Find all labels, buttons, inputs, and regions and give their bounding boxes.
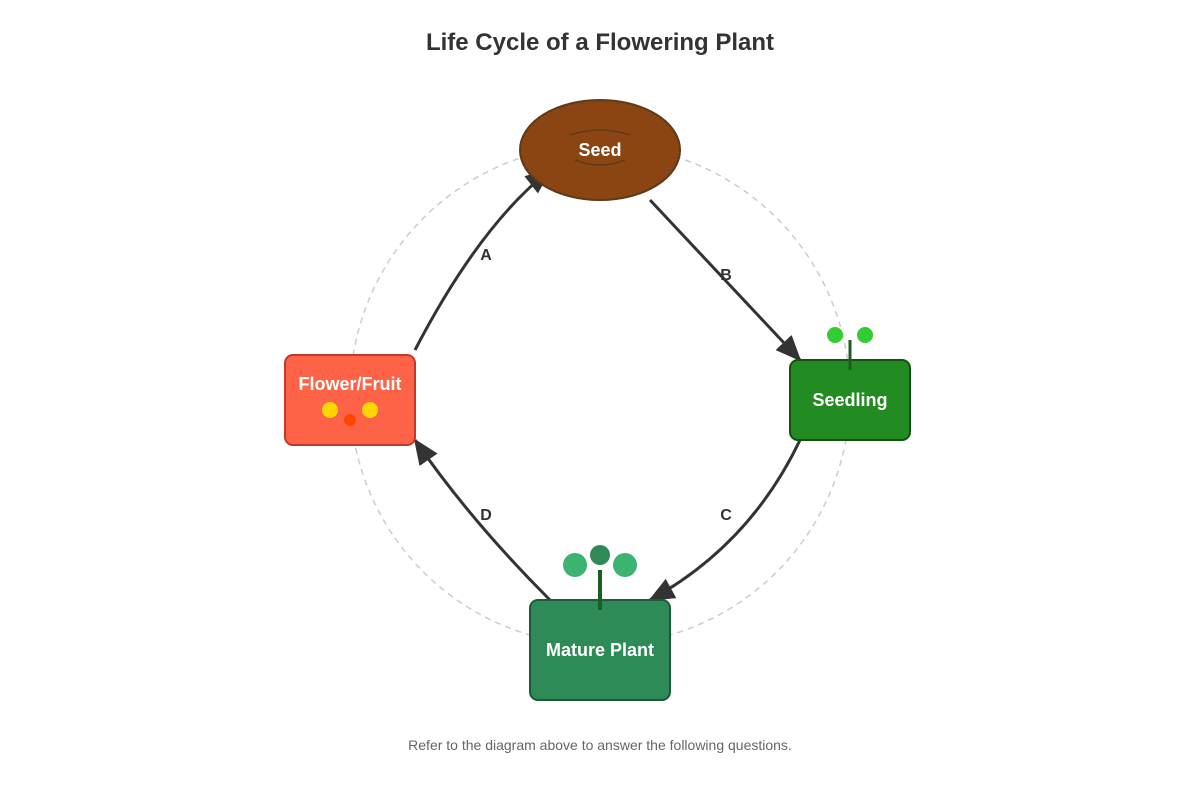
arrow-a — [413, 168, 552, 351]
node-flower-fruit-label: Flower/Fruit — [299, 374, 402, 394]
edge-label-a: A — [480, 247, 492, 264]
seed-shape — [519, 99, 681, 201]
edge-label-c: C — [720, 507, 732, 524]
node-seed-label: Seed — [578, 140, 621, 160]
edge-label-b: B — [720, 267, 732, 284]
footer-note: Refer to the diagram above to answer the… — [408, 737, 792, 753]
seed-texture-icon — [569, 129, 631, 166]
edge-label-d: D — [480, 507, 492, 524]
arrow-b — [648, 198, 802, 362]
sprout-icon — [827, 327, 873, 370]
node-flower-fruit: Flower/Fruit — [284, 354, 416, 446]
flower-icon — [322, 402, 378, 426]
node-seedling: Seedling — [789, 327, 911, 441]
diagram-title: Life Cycle of a Flowering Plant — [426, 29, 774, 56]
node-mature-plant: Mature Plant — [529, 545, 671, 701]
flower-fruit-box — [284, 354, 416, 446]
node-seed: Seed — [519, 99, 681, 201]
node-mature-plant-label: Mature Plant — [546, 640, 654, 660]
arrow-c — [648, 439, 802, 602]
node-seedling-label: Seedling — [812, 390, 887, 410]
arrow-d — [413, 438, 552, 602]
plant-icon — [563, 545, 637, 610]
